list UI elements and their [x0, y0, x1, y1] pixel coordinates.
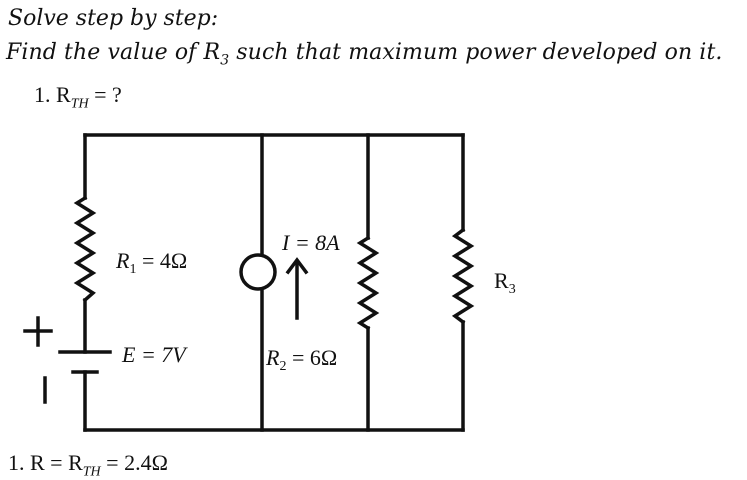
answer-suffix: = 2.4Ω	[100, 450, 168, 475]
step1-suffix: = ?	[88, 82, 122, 107]
r2-resistor	[356, 235, 380, 331]
step1-sub: TH	[70, 96, 89, 112]
r3-resistor	[451, 227, 475, 325]
current-label: I = 8A	[281, 230, 340, 255]
question-text: Find the value of R3 such that maximum p…	[6, 40, 722, 68]
answer-prefix: 1. R = R	[8, 450, 83, 475]
r1-label: R1 = 4Ω	[115, 248, 187, 277]
instruction-text: Solve step by step:	[8, 6, 219, 31]
step1-text: 1. RTH = ?	[34, 82, 122, 112]
answer-sub: TH	[82, 464, 101, 480]
answer-text: 1. R = RTH = 2.4Ω	[8, 450, 168, 480]
current-arrow-head	[285, 257, 309, 275]
step1-prefix: 1. R	[34, 82, 71, 107]
question-sub: 3	[220, 52, 230, 69]
r3-label: R3	[494, 268, 516, 297]
question-rest: such that maximum power developed on it.	[229, 40, 723, 65]
r1-resistor	[73, 195, 97, 303]
r2-label: R2 = 6Ω	[265, 345, 337, 374]
source-e-label: E = 7V	[121, 342, 188, 367]
question-main: Find the value of R	[6, 40, 221, 65]
current-source	[239, 253, 277, 291]
